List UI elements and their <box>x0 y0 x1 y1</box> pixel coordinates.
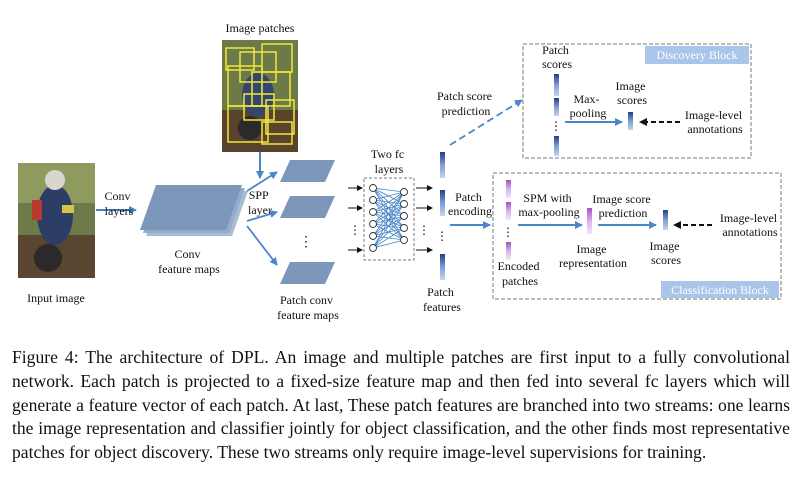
encoded-patches-ellipsis: ⋮ <box>502 225 514 239</box>
spp-arrow-bottom <box>246 225 278 266</box>
patch-conv-feature-maps <box>280 160 335 284</box>
classification-block-title-bg <box>661 281 779 298</box>
patch-score-prediction-arrow <box>449 99 523 146</box>
discovery-image-level-annotations-label: Image-level annotations <box>685 108 745 136</box>
fc-output-ellipsis: ⋮ <box>418 223 430 237</box>
patch-score-prediction-label: Patch score prediction <box>437 89 495 118</box>
input-image-label: Input image <box>27 291 85 305</box>
discovery-block-title: Discovery Block <box>657 48 738 62</box>
patch-features-label: Patch features <box>423 285 461 314</box>
patch-conv-feature-maps-label: Patch conv feature maps <box>277 293 339 322</box>
image-score-prediction-label: Image score prediction <box>592 192 653 220</box>
classification-block <box>492 172 782 300</box>
conv-feature-maps <box>140 185 248 236</box>
discovery-image-scores <box>628 112 633 130</box>
input-image <box>18 163 95 278</box>
discovery-patch-scores <box>554 74 559 156</box>
discovery-block <box>522 43 752 159</box>
discovery-block-title-bg <box>645 46 749 64</box>
image-patches-label: Image patches <box>226 21 295 35</box>
classification-image-scores <box>663 210 668 230</box>
fc-input-ellipsis: ⋮ <box>349 223 361 237</box>
conv-layers-label: Conv layers <box>104 189 133 218</box>
encoded-patches <box>506 180 511 260</box>
patch-features-ellipsis: ⋮ <box>436 229 448 243</box>
patch-encoding-label: Patch encoding <box>448 190 492 218</box>
discovery-image-scores-label: Image scores <box>616 79 649 107</box>
image-representation-label: Image representation <box>559 242 627 270</box>
classification-block-title: Classification Block <box>671 283 769 297</box>
patch-maps-ellipsis: ⋮ <box>299 235 313 250</box>
image-patches-picture <box>222 40 298 152</box>
conv-feature-maps-label: Conv feature maps <box>158 247 220 276</box>
classification-image-scores-label: Image scores <box>650 239 683 267</box>
spp-layer-label: SPP layer <box>248 188 272 217</box>
spm-max-pooling-label: SPM with max-pooling <box>518 191 579 219</box>
max-pooling-label: Max- pooling <box>570 92 607 120</box>
discovery-scores-ellipsis: ⋮ <box>550 119 562 133</box>
classification-image-level-annotations-label: Image-level annotations <box>720 211 780 239</box>
spp-arrow-top <box>246 171 278 192</box>
spp-arrow-mid <box>246 210 278 222</box>
figure-caption: Figure 4: The architecture of DPL. An im… <box>12 347 790 463</box>
dpl-architecture-diagram: Input image Conv layers Conv feature map… <box>18 21 782 322</box>
discovery-patch-scores-label: Patch scores <box>542 43 572 71</box>
fc-layers-box <box>363 177 415 261</box>
two-fc-layers-label: Two fc layers <box>371 147 407 176</box>
patch-features <box>440 152 445 280</box>
image-representation <box>587 208 592 234</box>
fc-network <box>369 184 408 252</box>
encoded-patches-label: Encoded patches <box>498 259 543 288</box>
